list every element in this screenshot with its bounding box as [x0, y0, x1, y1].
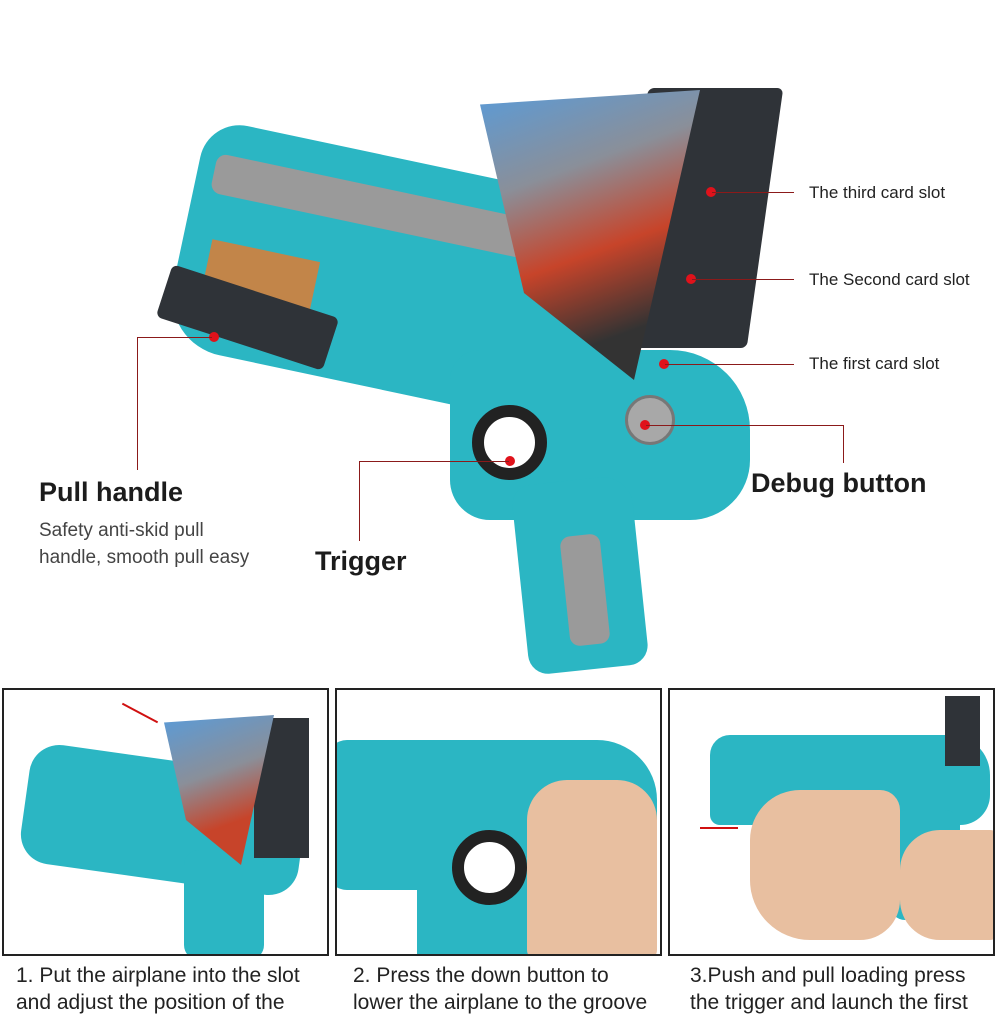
hand-photo [750, 790, 900, 940]
handle-dot [209, 332, 219, 342]
pull-handle-label: Pull handle [39, 477, 184, 507]
arrow-icon [121, 702, 159, 724]
slot-photo [945, 696, 980, 766]
trigger-line-v [359, 461, 360, 541]
step-2-text: 2. Press the down button to lower the ai… [353, 962, 683, 1016]
trigger-ring [472, 405, 547, 480]
second-slot-line [692, 279, 794, 280]
second-slot-dot [686, 274, 696, 284]
first-slot-line [665, 364, 794, 365]
second-slot-label: The Second card slot [809, 270, 970, 289]
toy-gun-illustration [150, 80, 784, 676]
first-slot-dot [659, 359, 669, 369]
handle-line-v [137, 337, 138, 470]
step-2-line1: 2. Press the down button to [353, 964, 609, 987]
step-1-line2: and adjust the position of the [16, 991, 285, 1014]
step-3-photo [668, 688, 995, 956]
step-3-text: 3.Push and pull loading press the trigge… [690, 962, 1000, 1016]
hand-photo [527, 780, 657, 954]
gun-grip-photo [184, 850, 264, 954]
debug-line-v [843, 425, 844, 463]
trigger-label: Trigger [315, 546, 407, 576]
third-slot-label: The third card slot [809, 183, 946, 202]
trigger-ring-photo [452, 830, 527, 905]
debug-label: Debug button [751, 468, 927, 498]
third-slot-line [712, 192, 794, 193]
trigger-line-h [359, 461, 509, 462]
third-slot-dot [706, 187, 716, 197]
first-slot-label: The first card slot [809, 354, 940, 373]
step-2-line2: lower the airplane to the groove [353, 991, 648, 1014]
pull-handle-desc-line2: handle, smooth pull easy [39, 547, 250, 568]
step-2-photo [335, 688, 662, 956]
debug-line-h [646, 425, 844, 426]
debug-knob [625, 395, 675, 445]
trigger-dot [505, 456, 515, 466]
step-1-line1: 1. Put the airplane into the slot [16, 964, 300, 987]
step-1-photo [2, 688, 329, 956]
step-3-line2: the trigger and launch the first [690, 991, 968, 1014]
handle-line-h [137, 337, 212, 338]
pull-handle-desc-line1: Safety anti-skid pull [39, 520, 204, 541]
hand-photo-2 [900, 830, 993, 940]
arrow-icon [700, 827, 738, 829]
step-1-text: 1. Put the airplane into the slot and ad… [16, 962, 346, 1016]
debug-dot [640, 420, 650, 430]
pull-handle-desc: Safety anti-skid pull handle, smooth pul… [39, 517, 249, 571]
step-3-line1: 3.Push and pull loading press [690, 964, 966, 987]
